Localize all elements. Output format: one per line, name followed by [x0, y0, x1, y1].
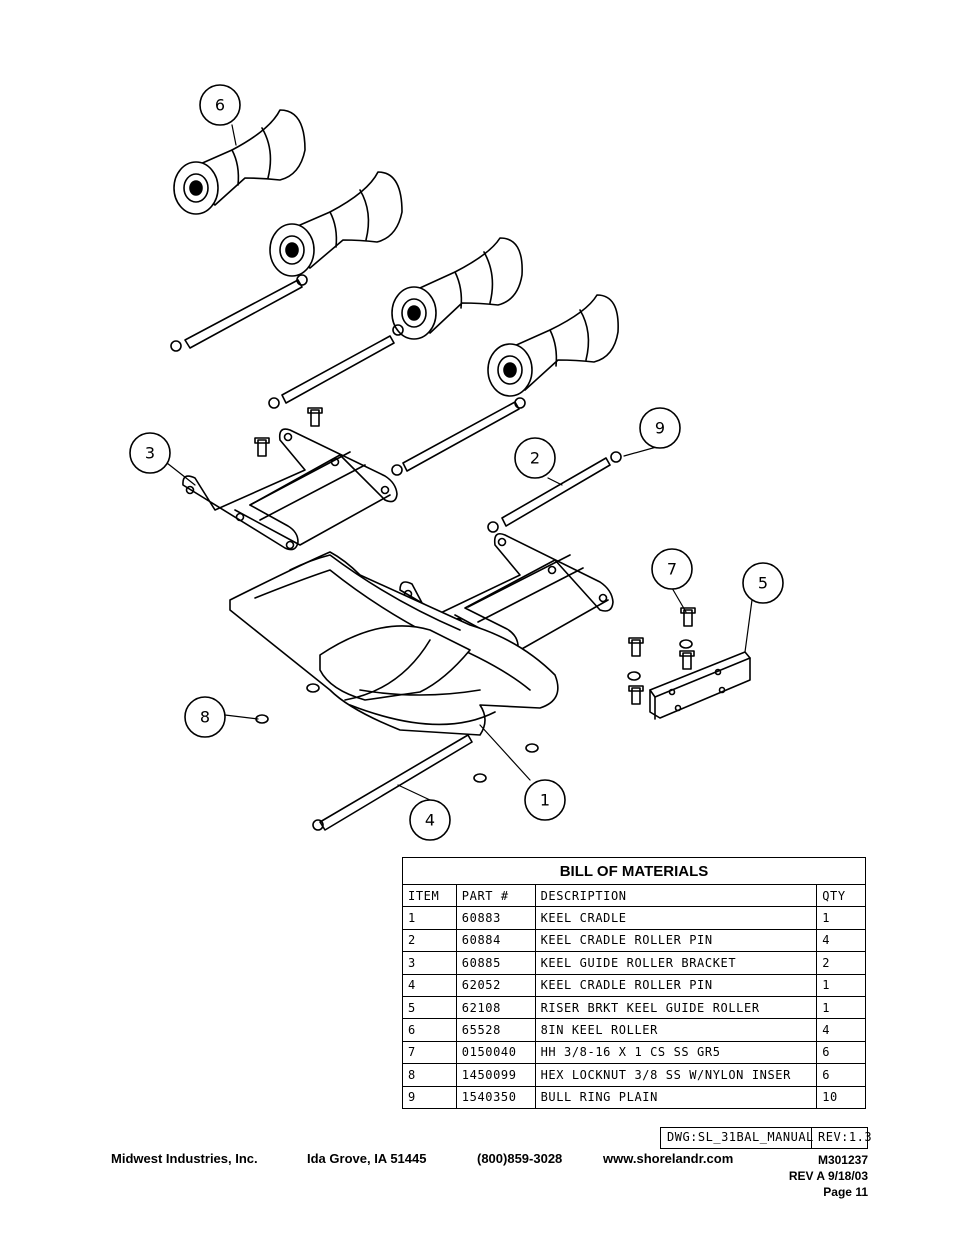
bom-header-row: ITEM PART # DESCRIPTION QTY [402, 883, 866, 908]
callout-6 [199, 84, 241, 126]
bom-title-row: BILL OF MATERIALS [402, 857, 866, 885]
bom-cell-item: 7 [402, 1040, 457, 1065]
bom-cell-part: 62108 [455, 995, 536, 1020]
keel-roller-2 [269, 171, 403, 277]
bom-cell-part: 60884 [455, 928, 536, 953]
bom-cell-part: 60885 [455, 951, 536, 975]
footer-company: Midwest Industries, Inc. [111, 1151, 258, 1166]
callout-1-label: 1 [540, 791, 550, 810]
keel-guide-roller-bracket-1 [182, 428, 398, 551]
hex-locknuts [255, 639, 693, 783]
bom-cell-description: KEEL CRADLE [534, 906, 818, 930]
callout-4-label: 4 [425, 811, 435, 830]
footer-page-number: Page 11 [823, 1185, 868, 1199]
bom-cell-item: 4 [402, 973, 457, 997]
bom-cell-description: HEX LOCKNUT 3/8 SS W/NYLON INSER [534, 1063, 818, 1087]
bom-header-description: DESCRIPTION [534, 883, 818, 908]
keel-roller-1 [173, 109, 306, 215]
bom-cell-item: 9 [402, 1085, 457, 1109]
bom-cell-qty: 4 [816, 928, 866, 953]
callout-5 [742, 562, 784, 604]
footer-website: www.shorelandr.com [603, 1151, 734, 1166]
hex-bolts [254, 407, 696, 705]
bom-cell-description: HH 3/8-16 X 1 CS SS GR5 [534, 1040, 818, 1065]
bom-cell-qty: 2 [816, 951, 866, 975]
bom-cell-description: RISER BRKT KEEL GUIDE ROLLER [534, 995, 818, 1020]
bom-cell-item: 5 [402, 995, 457, 1020]
bom-cell-part: 62052 [455, 973, 536, 997]
callout-9-label: 9 [655, 419, 665, 438]
bom-cell-description: KEEL CRADLE ROLLER PIN [534, 928, 818, 953]
bom-cell-part: 1450099 [455, 1063, 536, 1087]
drawing-code-box: DWG:SL_31BAL_MANUAL [660, 1127, 813, 1149]
keel-cradle [229, 551, 559, 736]
bill-of-materials-table: BILL OF MATERIALS ITEM PART # DESCRIPTIO… [402, 857, 866, 1109]
bom-cell-description: KEEL CRADLE ROLLER PIN [534, 973, 818, 997]
riser-bracket [649, 651, 751, 720]
callout-6-label: 6 [215, 96, 225, 115]
footer-city: Ida Grove, IA 51445 [307, 1151, 427, 1166]
callout-2-label: 2 [530, 449, 540, 468]
callout-8 [184, 696, 226, 738]
callout-9 [639, 407, 681, 449]
bom-cell-qty: 4 [816, 1018, 866, 1042]
bom-cell-part: 0150040 [455, 1040, 536, 1065]
callout-3-label: 3 [145, 444, 155, 463]
revision-code-box: REV:1.3 [812, 1127, 872, 1149]
bom-cell-part: 65528 [455, 1018, 536, 1042]
bom-header-item: ITEM [402, 883, 457, 908]
bom-cell-qty: 6 [816, 1063, 866, 1087]
callout-4 [409, 799, 451, 841]
callout-3 [129, 432, 171, 474]
callout-5-label: 5 [758, 574, 768, 593]
bom-cell-qty: 1 [816, 995, 866, 1020]
exploded-parts-drawing: 6 3 2 9 7 5 8 4 1 [129, 84, 784, 841]
bom-title: BILL OF MATERIALS [402, 857, 866, 885]
bom-cell-part: 60883 [455, 906, 536, 930]
footer-phone: (800)859-3028 [477, 1151, 563, 1166]
bom-cell-item: 1 [402, 906, 457, 930]
callout-1 [524, 779, 566, 821]
callout-8-label: 8 [200, 708, 210, 727]
bull-rings [170, 274, 622, 831]
callout-7-label: 7 [667, 560, 677, 579]
roller-pins [184, 279, 611, 831]
bom-header-part: PART # [455, 883, 536, 908]
bom-cell-item: 2 [402, 928, 457, 953]
bom-cell-item: 6 [402, 1018, 457, 1042]
bom-cell-description: KEEL GUIDE ROLLER BRACKET [534, 951, 818, 975]
bom-cell-qty: 6 [816, 1040, 866, 1065]
footer-revision: REV A 9/18/03 [788, 1169, 868, 1183]
bom-cell-description: 8IN KEEL ROLLER [534, 1018, 818, 1042]
bom-cell-part: 1540350 [455, 1085, 536, 1109]
footer-doc-number: M301237 [817, 1153, 868, 1167]
bom-cell-item: 3 [402, 951, 457, 975]
bom-cell-qty: 10 [816, 1085, 866, 1109]
bom-cell-qty: 1 [816, 973, 866, 997]
bom-cell-qty: 1 [816, 906, 866, 930]
callout-7 [651, 548, 693, 590]
keel-roller-4 [487, 294, 619, 397]
callout-2 [514, 437, 556, 479]
bom-cell-item: 8 [402, 1063, 457, 1087]
bom-cell-description: BULL RING PLAIN [534, 1085, 818, 1109]
keel-roller-3 [391, 237, 523, 340]
bom-header-qty: QTY [816, 883, 866, 908]
